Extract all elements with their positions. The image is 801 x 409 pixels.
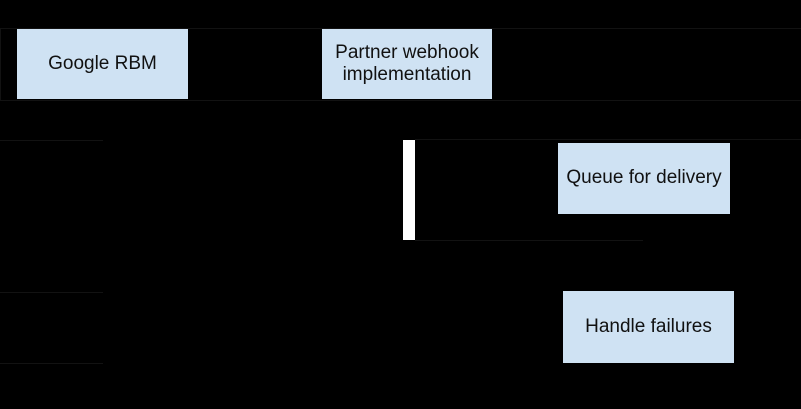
node-label: Handle failures xyxy=(585,315,712,337)
faint-line-arrow-left-1 xyxy=(0,140,103,141)
node-label: Queue for delivery xyxy=(566,167,722,189)
faint-line-arrow-to-queue xyxy=(415,240,643,241)
activation-bar-partner-activation xyxy=(403,140,415,240)
node-partner-webhook: Partner webhook implementation xyxy=(322,29,492,99)
node-queue-for-delivery: Queue for delivery xyxy=(558,143,730,214)
faint-line-left-edge-vertical xyxy=(0,28,1,100)
node-handle-failures: Handle failures xyxy=(563,291,734,363)
faint-line-arrow-left-2 xyxy=(0,292,103,293)
faint-line-actor-row-bottom xyxy=(0,100,801,101)
faint-line-right-band-top xyxy=(415,139,801,140)
node-label: Google RBM xyxy=(48,52,157,74)
faint-line-arrow-left-3 xyxy=(0,363,103,364)
node-label: Partner webhook implementation xyxy=(335,41,479,85)
node-google-rbm: Google RBM xyxy=(17,29,188,99)
faint-line-actor-row-top xyxy=(0,28,801,29)
